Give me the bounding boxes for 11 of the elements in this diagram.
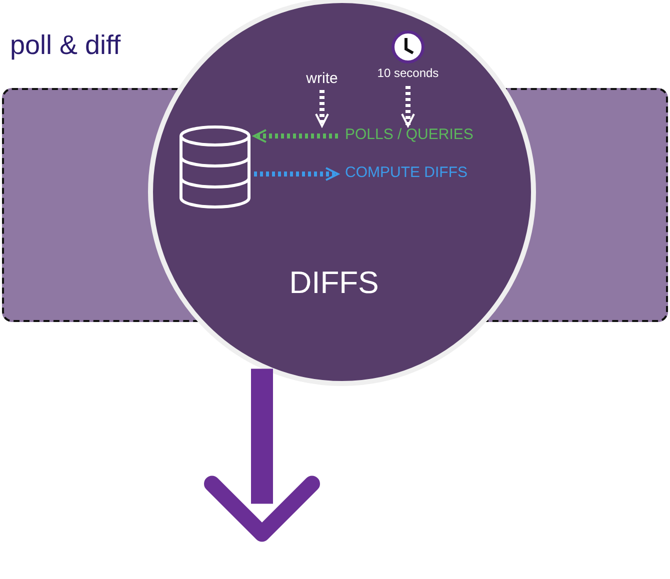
step-label: COMPUTE DIFFS (345, 164, 468, 181)
circle-title: DIFFS (288, 265, 380, 301)
title: poll & diff (10, 30, 121, 61)
cylinder-icon (178, 124, 252, 206)
arrow (253, 129, 338, 143)
arrow (315, 90, 329, 127)
arrow (401, 86, 415, 127)
arrow (254, 167, 339, 181)
step-label: POLLS / QUERIES (345, 126, 474, 143)
interval-label: 10 seconds (376, 66, 440, 80)
trigger-label: write (305, 70, 339, 87)
